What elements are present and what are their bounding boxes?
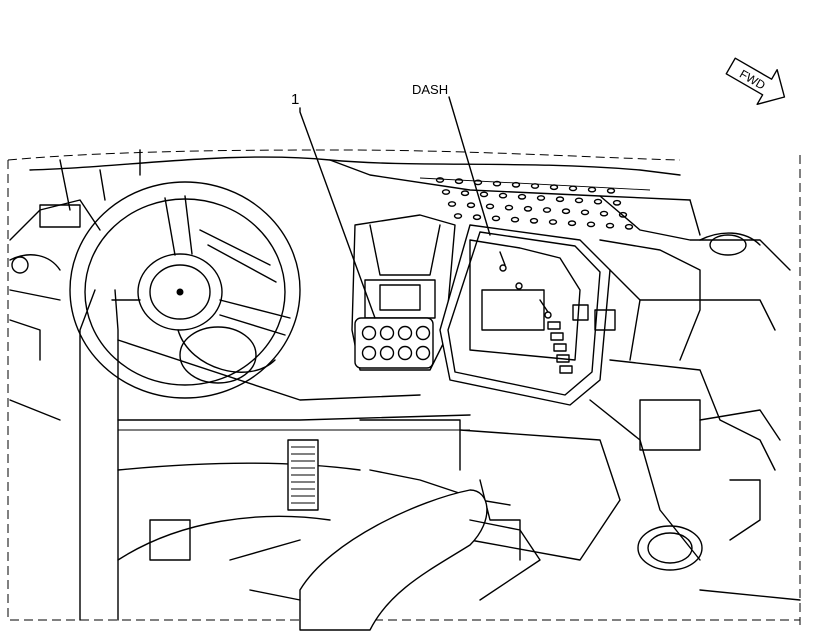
keypad-button — [379, 325, 395, 341]
mount-hole — [555, 196, 565, 203]
mount-hole — [536, 195, 546, 201]
mount-hole — [466, 202, 476, 209]
callout-dash: DASH — [412, 82, 448, 97]
mount-hole — [523, 205, 533, 212]
mount-hole — [491, 215, 501, 222]
mount-hole — [454, 178, 464, 185]
keypad-button — [397, 325, 413, 341]
pedal-tread — [291, 446, 315, 504]
cab-boundary — [7, 149, 801, 625]
right-console — [589, 232, 801, 601]
mount-hole — [498, 192, 508, 199]
mount-hole — [574, 197, 584, 204]
mount-hole — [605, 222, 615, 229]
mount-hole — [504, 204, 514, 211]
instrument-cluster — [439, 224, 641, 406]
mount-hole — [548, 219, 558, 225]
mount-hole — [435, 177, 445, 183]
keypad-button — [415, 325, 431, 341]
mount-hole — [612, 199, 622, 206]
cluster-button — [556, 354, 570, 363]
keypad-button-grid — [361, 325, 431, 361]
mount-hole — [485, 203, 495, 210]
floor-and-seat — [149, 419, 621, 631]
mount-hole — [593, 198, 603, 205]
mount-hole — [492, 180, 502, 187]
mount-hole — [549, 184, 559, 191]
cluster-button — [550, 332, 564, 341]
cluster-button — [553, 343, 567, 352]
forward-arrow-icon: FWD — [725, 57, 786, 106]
keypad-module — [351, 214, 456, 371]
leader-lines — [299, 96, 491, 319]
keypad-button — [361, 345, 377, 361]
mount-hole — [441, 189, 451, 195]
mount-hole — [624, 223, 634, 230]
mount-hole — [529, 217, 539, 224]
keypad-button — [379, 345, 395, 361]
cluster-button — [547, 321, 561, 330]
mount-hole — [567, 220, 577, 227]
mount-hole — [580, 209, 590, 216]
mount-hole — [479, 191, 489, 198]
left-console — [9, 149, 141, 421]
mount-hole — [586, 221, 596, 228]
keypad-button — [397, 345, 413, 361]
mount-hole — [517, 193, 527, 200]
mount-hole — [542, 207, 552, 213]
steering-column — [79, 289, 471, 621]
mount-hole — [511, 181, 521, 188]
cluster-button — [559, 365, 573, 374]
mount-hole — [453, 213, 463, 219]
mount-hole — [460, 190, 470, 197]
cluster-button-column — [547, 321, 573, 374]
mount-hole — [568, 185, 578, 192]
callout-item-1: 1 — [291, 91, 299, 108]
mount-hole — [472, 214, 482, 221]
dash-top-hole-pattern — [435, 177, 634, 230]
mount-hole — [530, 183, 540, 189]
mount-hole — [447, 201, 457, 207]
keypad-button — [361, 325, 377, 341]
mount-hole — [599, 210, 609, 217]
steering-wheel — [69, 181, 301, 399]
mount-hole — [606, 187, 616, 194]
mount-hole — [587, 186, 597, 193]
mount-hole — [618, 211, 628, 218]
keypad-button — [415, 345, 431, 361]
mount-hole — [561, 208, 571, 215]
mount-hole — [510, 216, 520, 223]
